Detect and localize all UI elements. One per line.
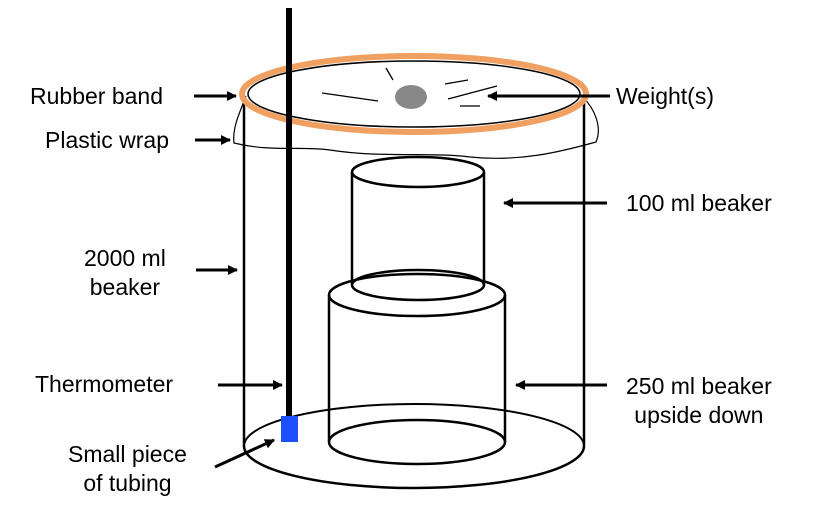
label-100ml-beaker: 100 ml beaker: [626, 190, 772, 216]
label-thermometer: Thermometer: [35, 371, 174, 397]
small-beaker-top: [350, 155, 486, 189]
label-250ml-line1: 250 ml beaker: [626, 373, 772, 399]
label-plastic-wrap: Plastic wrap: [45, 127, 169, 153]
large-beaker-base-back: [243, 403, 585, 447]
wrap-crease-line: [447, 85, 498, 100]
large-beaker-base-front: [242, 445, 586, 490]
label-tubing: Small piece of tubing: [68, 440, 187, 498]
medium-beaker-bottom: [327, 418, 507, 466]
label-250ml-beaker: 250 ml beaker upside down: [626, 372, 772, 430]
rubber-band: [239, 53, 589, 135]
wrap-crease-line: [385, 67, 394, 81]
label-250ml-line2: upside down: [634, 402, 764, 428]
label-tubing-line2: of tubing: [83, 470, 172, 496]
label-2000ml-line1: 2000 ml: [84, 245, 166, 271]
label-weights: Weight(s): [616, 83, 714, 109]
wrap-crease-line: [444, 79, 469, 85]
label-tubing-line1: Small piece: [68, 441, 187, 467]
label-rubber-band: Rubber band: [30, 83, 163, 109]
arrow-tubing: [214, 438, 275, 469]
plastic-wrap: [233, 95, 599, 159]
label-2000ml-beaker: 2000 ml beaker: [84, 244, 166, 302]
wrap-crease-line: [321, 92, 379, 102]
weight-icon: [395, 85, 427, 109]
label-2000ml-line2: beaker: [89, 274, 161, 300]
tubing-piece: [281, 416, 298, 442]
large-beaker-rim: [247, 60, 581, 128]
small-beaker-bottom: [350, 268, 486, 302]
